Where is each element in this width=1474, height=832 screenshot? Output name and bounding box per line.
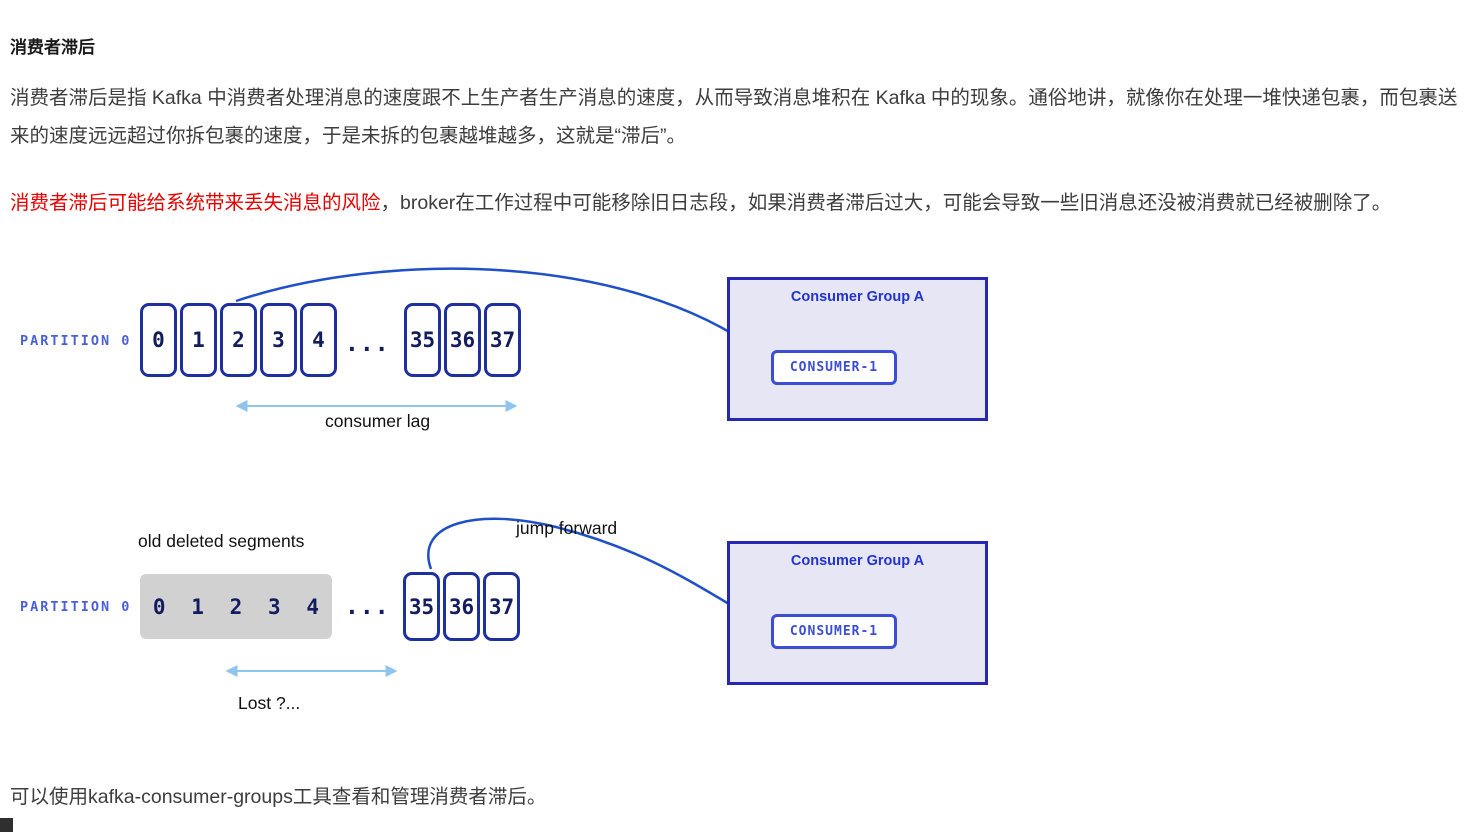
offset-cell: 36 — [443, 572, 480, 641]
consumer-node-1: CONSUMER-1 — [771, 350, 897, 385]
offset-cell: 4 — [300, 303, 337, 377]
deleted-offset: 2 — [229, 594, 243, 619]
offset-cell: 35 — [403, 572, 440, 641]
consumer-group-title-1: Consumer Group A — [790, 289, 925, 305]
partition-label-1: PARTITION 0 — [20, 333, 132, 349]
offset-cell: 1 — [180, 303, 217, 377]
deleted-segments-block: 0 1 2 3 4 — [140, 574, 332, 639]
consumer-node-2: CONSUMER-1 — [771, 614, 897, 649]
offset-cell: 35 — [404, 303, 441, 377]
consumer-group-box-2: Consumer Group A CONSUMER-1 — [727, 541, 988, 685]
consumer-label-1: CONSUMER-1 — [789, 360, 879, 375]
section-heading: 消费者滞后 — [10, 38, 95, 57]
risk-highlight-text: 消费者滞后可能给系统带来丢失消息的风险 — [10, 192, 381, 214]
offset-cell: 37 — [484, 303, 521, 377]
offset-cell: 0 — [140, 303, 177, 377]
consumer-lag-label: consumer lag — [325, 411, 431, 431]
offset-cell: 2 — [220, 303, 257, 377]
paragraph-risk: 消费者滞后可能给系统带来丢失消息的风险，broker在工作过程中可能移除旧日志段… — [10, 184, 1462, 222]
offset-cell: 37 — [483, 572, 520, 641]
deleted-offset: 1 — [191, 594, 204, 619]
consumer-group-box-1: Consumer Group A CONSUMER-1 — [727, 277, 988, 421]
deleted-segments-label: old deleted segments — [138, 531, 305, 551]
risk-rest-text: ，broker在工作过程中可能移除旧日志段，如果消费者滞后过大，可能会导致一些旧… — [380, 192, 1392, 214]
deleted-offset: 3 — [268, 594, 281, 619]
deleted-offset: 4 — [306, 594, 320, 619]
offset-cell: 3 — [260, 303, 297, 377]
deleted-offset: 0 — [152, 594, 166, 619]
consumer-group-title-2: Consumer Group A — [790, 553, 925, 569]
ellipsis-1: ... — [345, 331, 390, 357]
paragraph-intro: 消费者滞后是指 Kafka 中消费者处理消息的速度跟不上生产者生产消息的速度，从… — [10, 87, 1458, 147]
partition-label-2: PARTITION 0 — [20, 599, 132, 615]
consumer-label-2: CONSUMER-1 — [789, 624, 879, 639]
jump-forward-label: jump forward — [516, 518, 618, 538]
ellipsis-2: ... — [345, 594, 390, 620]
offset-cell: 36 — [444, 303, 481, 377]
lost-label: Lost ?... — [238, 693, 301, 713]
paragraph-footer: 可以使用kafka-consumer-groups工具查看和管理消费者滞后。 — [10, 786, 547, 808]
corner-mark — [0, 818, 13, 832]
